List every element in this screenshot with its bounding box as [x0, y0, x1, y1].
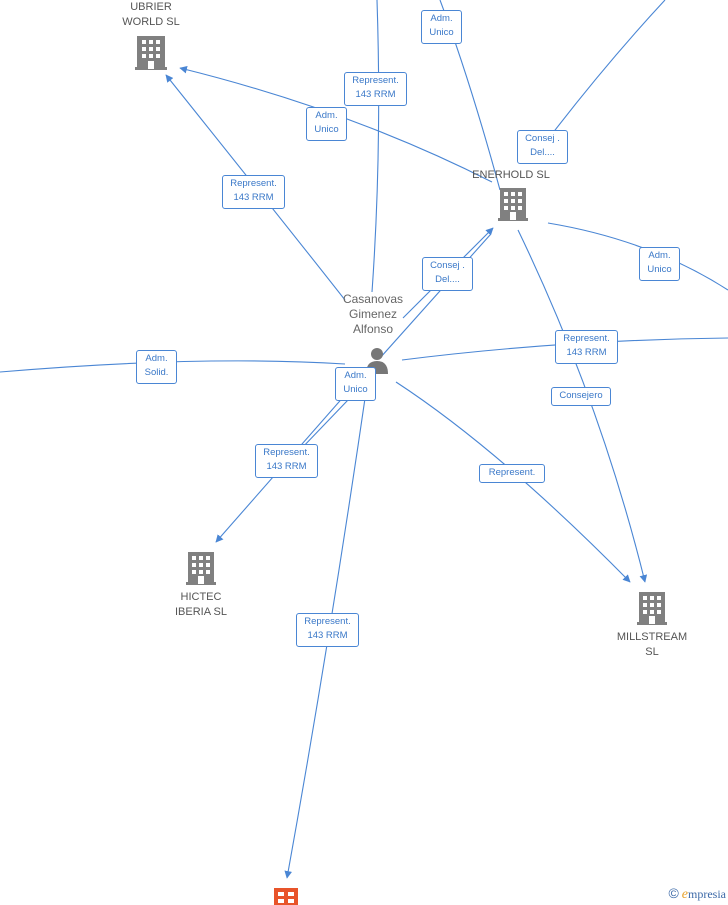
edge-person-enerhold-b	[379, 234, 491, 359]
node-label-hictec[interactable]: HICTEC IBERIA SL	[175, 591, 227, 618]
highlighted-building-icon	[274, 888, 298, 905]
edge-label-represent[interactable]: Represent. 143 RRM	[296, 613, 359, 647]
edge-top-person	[371, 0, 380, 293]
building-icon	[186, 552, 216, 585]
edge-label-adm-unico[interactable]: Adm. Unico	[335, 367, 376, 401]
edge-label-adm-unico[interactable]: Adm. Unico	[421, 10, 462, 44]
edge-label-represent[interactable]: Represent. 143 RRM	[555, 330, 618, 364]
copyright-symbol: ©	[668, 885, 679, 901]
edge-enerhold-millstream	[517, 229, 648, 583]
edge-label-adm-unico[interactable]: Adm. Unico	[639, 247, 680, 281]
edge-label-adm-solid[interactable]: Adm. Solid.	[136, 350, 177, 384]
edge-label-represent[interactable]: Represent. 143 RRM	[344, 72, 407, 106]
node-label-person[interactable]: Casanovas Gimenez Alfonso	[342, 292, 404, 336]
empresia-logo: ©empresia	[668, 885, 726, 903]
brand-name: mpresia	[688, 887, 726, 901]
edge-label-consejero[interactable]: Consejero	[551, 387, 611, 406]
edge-label-represent[interactable]: Represent. 143 RRM	[255, 444, 318, 478]
node-label-ubrier[interactable]: UBRIER WORLD SL	[122, 1, 180, 28]
edge-enerhold-right	[547, 222, 728, 291]
edge-label-represent[interactable]: Represent.	[479, 464, 545, 483]
node-label-enerhold[interactable]: ENERHOLD SL	[472, 169, 550, 181]
edge-left-person	[0, 360, 346, 373]
edge-label-adm-unico[interactable]: Adm. Unico	[306, 107, 347, 141]
edge-label-consej-del[interactable]: Consej . Del....	[422, 257, 473, 291]
building-icon	[135, 36, 167, 70]
edge-label-represent[interactable]: Represent. 143 RRM	[222, 175, 285, 209]
edge-label-consej-del[interactable]: Consej . Del....	[517, 130, 568, 164]
brand-first-letter: e	[681, 887, 688, 902]
node-label-millstream[interactable]: MILLSTREAM SL	[616, 631, 688, 658]
building-icon	[637, 592, 667, 625]
building-icon	[498, 188, 528, 221]
